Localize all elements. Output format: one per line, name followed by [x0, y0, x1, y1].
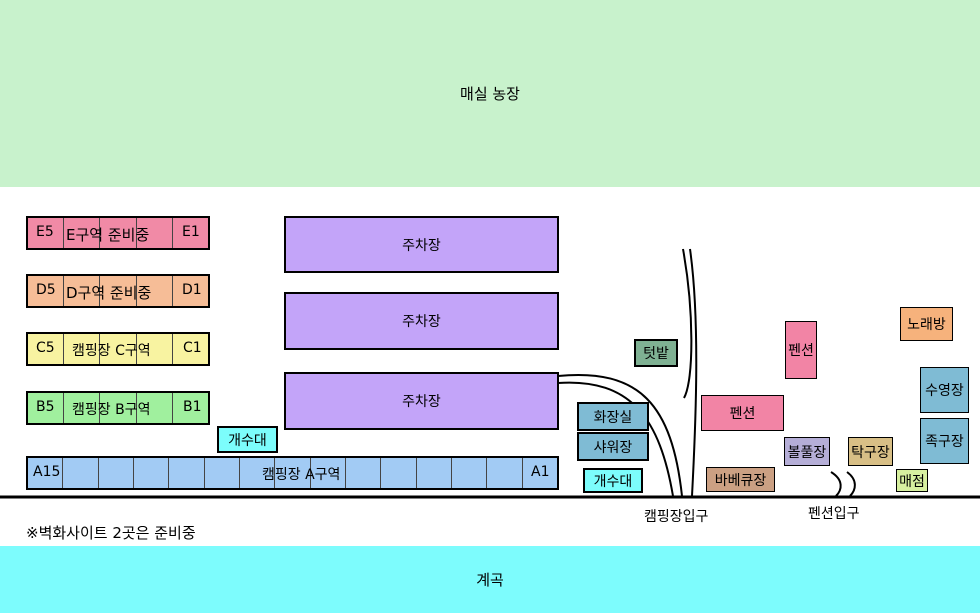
shower-room[interactable]: 샤워장: [577, 432, 649, 461]
sink-left-label: 개수대: [228, 432, 267, 449]
sink-left[interactable]: 개수대: [217, 426, 278, 453]
pension-wide-label: 펜션: [729, 406, 756, 422]
valley-label: 계곡: [476, 571, 504, 589]
parking-3[interactable]: 주차장: [284, 372, 559, 430]
bbq-label: 바베큐장: [714, 472, 767, 489]
farm-label: 매실 농장: [460, 85, 520, 103]
site-row-d[interactable]: [26, 274, 210, 308]
pool-label: 수영장: [925, 383, 964, 399]
site-d-label: D구역 준비중: [66, 284, 152, 302]
parking-1-label: 주차장: [402, 237, 441, 254]
shower-label: 샤워장: [593, 439, 633, 456]
valley-zone: 계곡: [0, 546, 980, 613]
field-label: 텃밭: [643, 346, 669, 362]
restroom[interactable]: 화장실: [577, 402, 649, 431]
pingpong-label: 탁구장: [851, 444, 890, 461]
farm-zone: 매실 농장: [0, 0, 980, 187]
site-a15[interactable]: A15: [33, 464, 61, 480]
pension-tall[interactable]: 펜션: [785, 321, 817, 379]
site-row-a[interactable]: [26, 456, 559, 490]
parking-2[interactable]: 주차장: [284, 292, 559, 350]
store-label: 매점: [899, 473, 925, 490]
site-c-label: 캠핑장 C구역: [72, 343, 151, 359]
ball-pool[interactable]: 볼풀장: [784, 437, 830, 466]
restroom-label: 화장실: [593, 409, 633, 426]
sink-right-label: 개수대: [593, 473, 633, 490]
parking-1[interactable]: 주차장: [284, 216, 559, 273]
swimming-pool[interactable]: 수영장: [920, 367, 969, 413]
pension-entrance-label: 펜션입구: [808, 506, 860, 522]
note-text: ※벽화사이트 2곳은 준비중: [26, 524, 196, 542]
site-e-label: E구역 준비중: [66, 226, 150, 244]
site-row-c[interactable]: [26, 332, 210, 366]
site-row-e[interactable]: [26, 216, 210, 250]
site-c1[interactable]: C1: [183, 340, 202, 356]
site-d1[interactable]: D1: [182, 282, 202, 298]
karaoke[interactable]: 노래방: [900, 307, 953, 341]
site-b1[interactable]: B1: [183, 399, 202, 415]
site-row-b[interactable]: [26, 391, 210, 425]
bbq-area[interactable]: 바베큐장: [706, 467, 775, 492]
store[interactable]: 매점: [896, 469, 928, 492]
site-e5[interactable]: E5: [36, 224, 54, 240]
karaoke-label: 노래방: [907, 317, 946, 333]
site-b5[interactable]: B5: [36, 399, 55, 415]
parking-3-label: 주차장: [402, 394, 441, 410]
sink-right[interactable]: 개수대: [583, 468, 643, 493]
site-a1[interactable]: A1: [531, 464, 550, 480]
pension-tall-label: 펜션: [788, 343, 814, 359]
foot-volleyball-label: 족구장: [925, 434, 964, 450]
parking-2-label: 주차장: [402, 314, 441, 330]
pingpong-room[interactable]: 탁구장: [848, 437, 893, 466]
foot-volleyball-court[interactable]: 족구장: [920, 418, 969, 464]
pension-wide[interactable]: 펜션: [701, 395, 784, 431]
site-b-label: 캠핑장 B구역: [72, 402, 151, 418]
camping-entrance-label: 캠핑장입구: [644, 509, 709, 525]
site-a-label: 캠핑장 A구역: [262, 467, 341, 483]
site-d5[interactable]: D5: [36, 282, 56, 298]
site-c5[interactable]: C5: [36, 340, 55, 356]
site-e1[interactable]: E1: [182, 224, 200, 240]
ball-pool-label: 볼풀장: [787, 444, 827, 461]
vegetable-field[interactable]: 텃밭: [634, 339, 678, 367]
